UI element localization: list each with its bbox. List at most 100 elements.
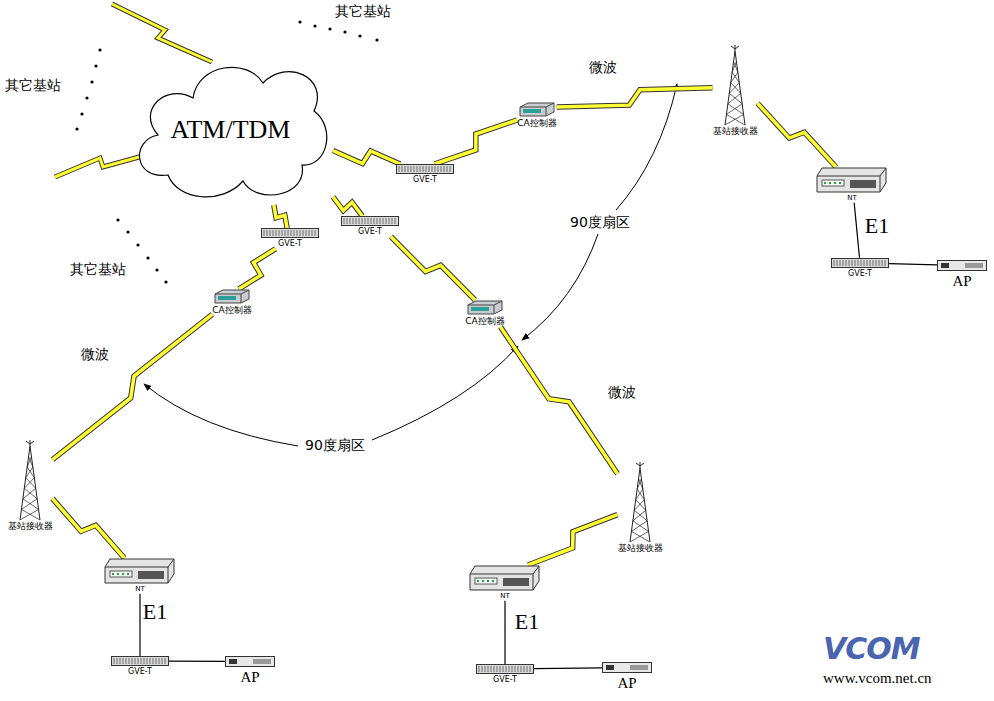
gve-icon bbox=[111, 656, 169, 666]
bolt-outline bbox=[333, 151, 400, 164]
ap-device: AP bbox=[225, 656, 275, 686]
note-label: www.vcom.net.cn bbox=[823, 670, 932, 687]
bolt-outline bbox=[53, 499, 125, 558]
device-label: NT bbox=[135, 586, 145, 594]
microwave-link bbox=[434, 120, 517, 164]
ap-device: AP bbox=[602, 662, 652, 692]
watermark-logo: VCOM bbox=[823, 632, 920, 667]
cable-line bbox=[505, 601, 506, 664]
microwave-link bbox=[758, 103, 836, 167]
ca-device: CA控制器 bbox=[212, 289, 251, 316]
device-label: NT bbox=[500, 593, 510, 601]
link-label: 微波 bbox=[606, 385, 638, 400]
bolt-outline bbox=[758, 103, 836, 167]
ca-device: CA控制器 bbox=[465, 300, 504, 327]
ap-device: AP bbox=[937, 260, 987, 290]
bolt-fill bbox=[758, 103, 836, 167]
device-label: CA控制器 bbox=[465, 317, 504, 327]
link-label: E1 bbox=[513, 610, 541, 634]
tower-icon bbox=[18, 440, 42, 520]
bolt-fill bbox=[434, 120, 517, 164]
link-label: E1 bbox=[141, 600, 169, 624]
nt-icon bbox=[469, 565, 541, 591]
device-label: AP bbox=[240, 669, 259, 686]
cable-path bbox=[169, 661, 225, 662]
ap-icon bbox=[602, 662, 652, 673]
cable-line bbox=[169, 661, 225, 662]
nt-device: NT bbox=[469, 565, 541, 601]
bolt-outline bbox=[333, 197, 362, 216]
bolt-fill bbox=[391, 237, 475, 300]
tower-device: 基站接收器 bbox=[713, 45, 758, 137]
cable-line bbox=[534, 667, 602, 669]
note-label: 其它基站 bbox=[5, 77, 61, 93]
bolt-fill bbox=[333, 197, 362, 216]
device-label: GVE-T bbox=[848, 270, 872, 279]
gve-device: GVE-T bbox=[111, 656, 169, 677]
note-label: 其它基站 bbox=[335, 3, 391, 19]
microwave-link bbox=[53, 499, 125, 558]
ap-icon bbox=[225, 656, 275, 667]
device-label: 基站接收器 bbox=[8, 522, 53, 532]
ap-icon bbox=[937, 260, 987, 271]
bolt-outline bbox=[557, 88, 713, 107]
cable-path bbox=[854, 203, 859, 258]
device-label: AP bbox=[952, 273, 971, 290]
bolt-outline bbox=[274, 205, 287, 228]
bolt-outline bbox=[239, 249, 276, 289]
ca-icon bbox=[518, 102, 556, 117]
cable-path bbox=[534, 667, 602, 669]
microwave-link bbox=[391, 237, 475, 300]
link-label: 微波 bbox=[79, 347, 111, 362]
link-label: E1 bbox=[863, 214, 891, 238]
device-label: GVE-T bbox=[358, 228, 382, 237]
device-label: CA控制器 bbox=[517, 119, 556, 129]
device-label: NT bbox=[847, 195, 857, 203]
gve-device: GVE-T bbox=[831, 258, 889, 279]
gve-icon bbox=[831, 258, 889, 268]
device-label: 基站接收器 bbox=[618, 544, 663, 554]
cable-path bbox=[889, 264, 937, 265]
microwave-link bbox=[274, 205, 287, 228]
microwave-link bbox=[239, 249, 276, 289]
device-label: GVE-T bbox=[128, 668, 152, 677]
sector-arrows bbox=[144, 84, 677, 446]
network-cloud: ATM/TDM bbox=[128, 55, 333, 205]
bolt-fill bbox=[239, 249, 276, 289]
device-label: GVE-T bbox=[278, 240, 302, 249]
ca-icon bbox=[213, 289, 251, 304]
gve-icon bbox=[341, 216, 399, 226]
device-label: CA控制器 bbox=[212, 306, 251, 316]
tower-device: 基站接收器 bbox=[618, 462, 663, 554]
cable-line bbox=[854, 203, 859, 258]
note-label: 90度扇区 bbox=[570, 214, 630, 230]
nt-device: NT bbox=[104, 558, 176, 594]
bolt-outline bbox=[500, 327, 617, 474]
tower-icon bbox=[628, 462, 652, 542]
bolt-fill bbox=[528, 515, 617, 565]
gve-device: GVE-T bbox=[261, 228, 319, 249]
gve-device: GVE-T bbox=[396, 164, 454, 185]
bolt-fill bbox=[53, 314, 213, 459]
device-label: AP bbox=[617, 675, 636, 692]
microwave-link bbox=[333, 151, 400, 164]
nt-icon bbox=[104, 558, 176, 584]
note-label: 90度扇区 bbox=[305, 437, 365, 453]
device-label: 基站接收器 bbox=[713, 127, 758, 137]
microwave-link bbox=[53, 314, 213, 459]
microwave-link bbox=[500, 327, 617, 474]
bolt-outline bbox=[391, 237, 475, 300]
nt-device: NT bbox=[816, 167, 888, 203]
bolt-fill bbox=[333, 151, 400, 164]
gve-device: GVE-T bbox=[476, 664, 534, 685]
cable-path bbox=[504, 601, 505, 664]
bolt-outline bbox=[528, 515, 617, 565]
nt-icon bbox=[816, 167, 888, 193]
microwave-link bbox=[557, 88, 713, 107]
device-label: GVE-T bbox=[413, 176, 437, 185]
microwave-link bbox=[528, 515, 617, 565]
bolt-fill bbox=[274, 205, 287, 228]
